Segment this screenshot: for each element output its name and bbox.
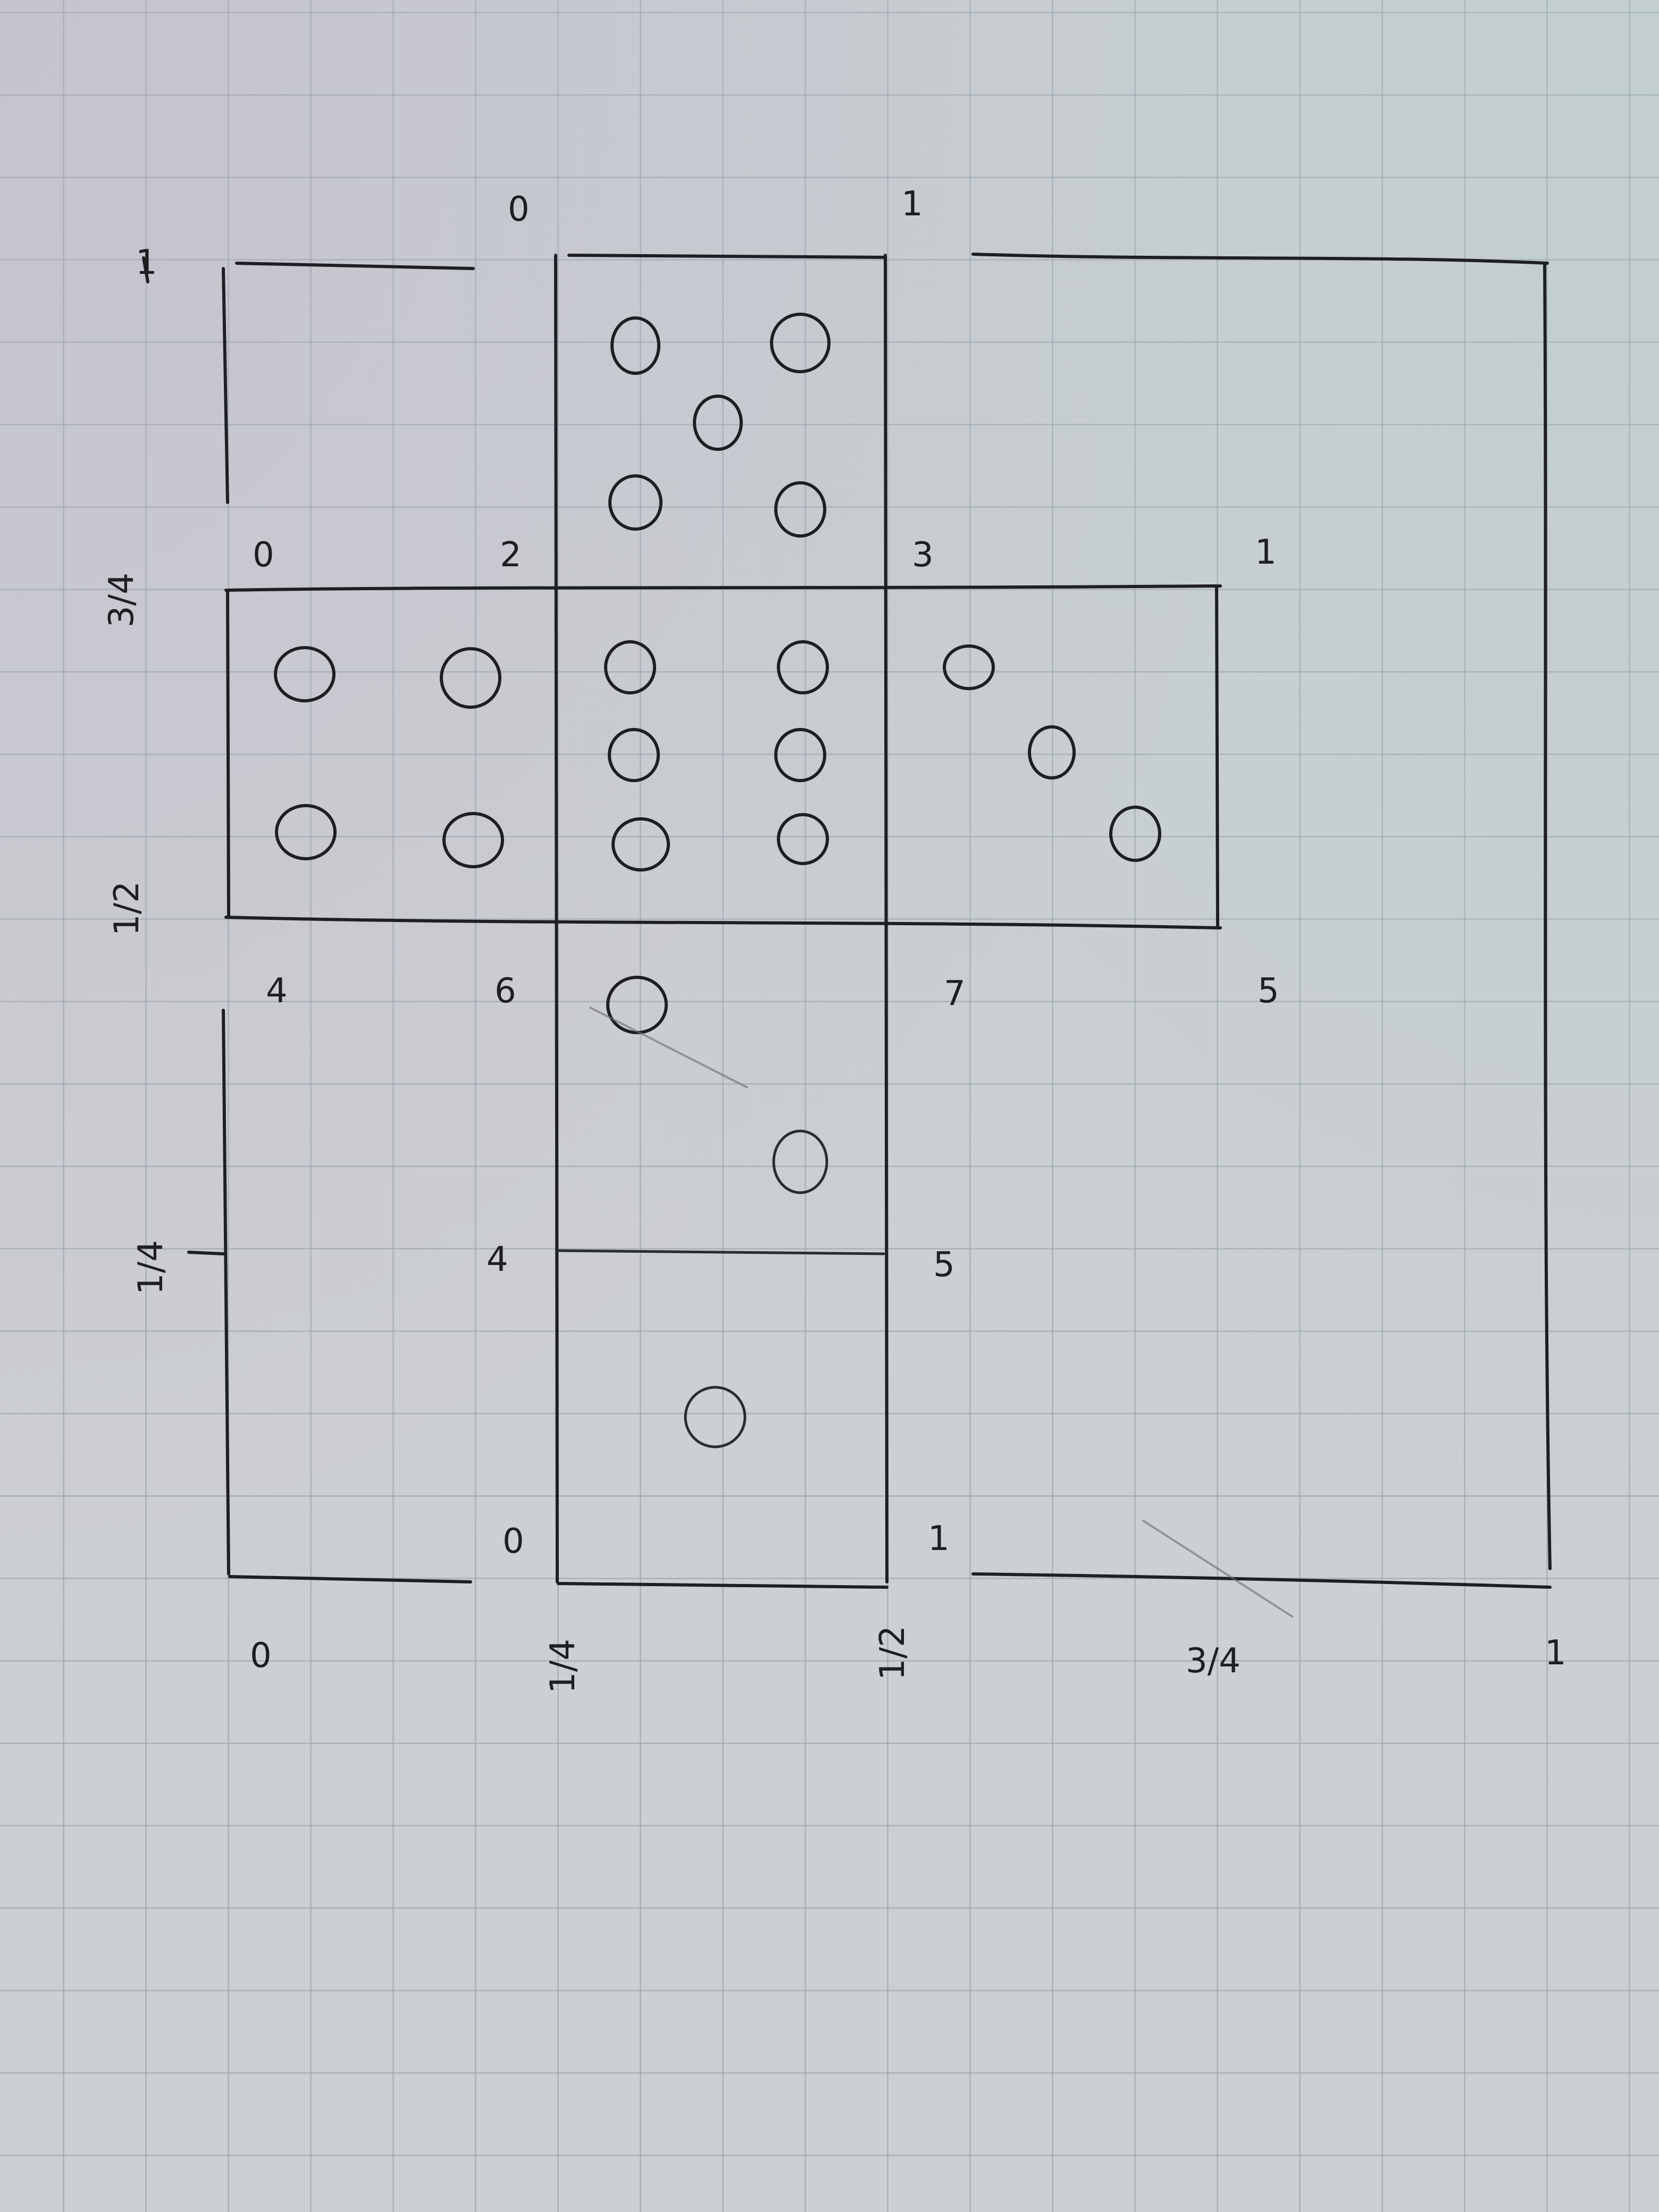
label-4: 4	[266, 971, 288, 1011]
label-inner-1: 1	[928, 1519, 950, 1559]
outer-right-edge	[1543, 262, 1552, 1570]
dots-top-square	[608, 313, 831, 538]
label-mid-left-zero: 0	[253, 535, 274, 575]
middle-row-top	[224, 584, 1222, 592]
label-2: 2	[500, 535, 522, 575]
dot	[440, 647, 501, 709]
dot	[606, 976, 668, 1034]
dot	[770, 313, 831, 373]
label-x-zero: 0	[250, 1636, 272, 1675]
outer-left-lower-segment	[222, 1009, 230, 1576]
dot	[610, 316, 660, 375]
label-inner-5: 5	[933, 1245, 955, 1285]
label-6: 6	[495, 971, 516, 1011]
stray-pencil-mark	[589, 1007, 748, 1088]
dot	[1028, 725, 1076, 780]
dot	[604, 640, 656, 694]
dot	[275, 804, 337, 860]
dot	[1109, 806, 1161, 862]
label-5: 5	[1258, 971, 1279, 1011]
label-y-one: 1	[136, 243, 157, 282]
outer-top-left-segment	[235, 262, 475, 270]
dot	[608, 474, 663, 531]
center-bottom	[557, 1582, 889, 1589]
dot	[777, 640, 829, 694]
label-y-half: 1/2	[107, 881, 147, 936]
dot	[777, 813, 829, 865]
middle-row-left	[226, 589, 230, 919]
stray-pencil-mark	[1142, 1520, 1293, 1618]
dots-center	[604, 640, 829, 872]
tick-y-one	[142, 256, 149, 283]
label-y-quarter: 1/4	[131, 1240, 171, 1295]
label-x-one: 1	[1545, 1633, 1566, 1673]
label-3: 3	[912, 535, 934, 575]
outer-left-upper-segment	[222, 267, 229, 504]
top-square-top	[567, 254, 887, 259]
label-x-quarter: 1/4	[543, 1639, 583, 1694]
label-inner-4: 4	[487, 1240, 508, 1279]
center-col-left	[554, 254, 559, 1583]
label-top-right-one: 1	[901, 185, 923, 224]
inner-4-5-line	[557, 1249, 885, 1255]
dot	[611, 817, 670, 872]
outer-bottom-right-segment	[971, 1572, 1552, 1589]
tick-y-quarter	[187, 1251, 225, 1255]
dot	[774, 728, 826, 782]
outer-top-right-segment	[971, 253, 1549, 265]
label-inner-0: 0	[502, 1522, 524, 1561]
middle-row-right	[1215, 586, 1219, 929]
center-col-right	[884, 254, 889, 1583]
dot	[772, 1129, 828, 1194]
dot	[608, 728, 660, 782]
dot	[274, 646, 336, 702]
dot	[943, 644, 995, 690]
label-top-left-zero: 0	[508, 190, 530, 229]
label-x-three-quarter: 3/4	[1186, 1641, 1241, 1681]
outer-bottom-left-segment	[228, 1575, 472, 1583]
dot	[442, 812, 504, 868]
dots-middle-left	[274, 646, 504, 868]
label-y-three-quarter: 3/4	[102, 573, 141, 627]
label-x-half: 1/2	[873, 1626, 912, 1680]
label-7: 7	[944, 974, 966, 1013]
dot	[684, 1386, 747, 1448]
dots-middle-right	[943, 644, 1161, 862]
dot	[693, 395, 743, 451]
middle-row-bottom	[224, 916, 1222, 929]
label-mid-right-one: 1	[1255, 533, 1277, 572]
dot	[774, 481, 826, 538]
dots-lower-column	[606, 976, 828, 1448]
